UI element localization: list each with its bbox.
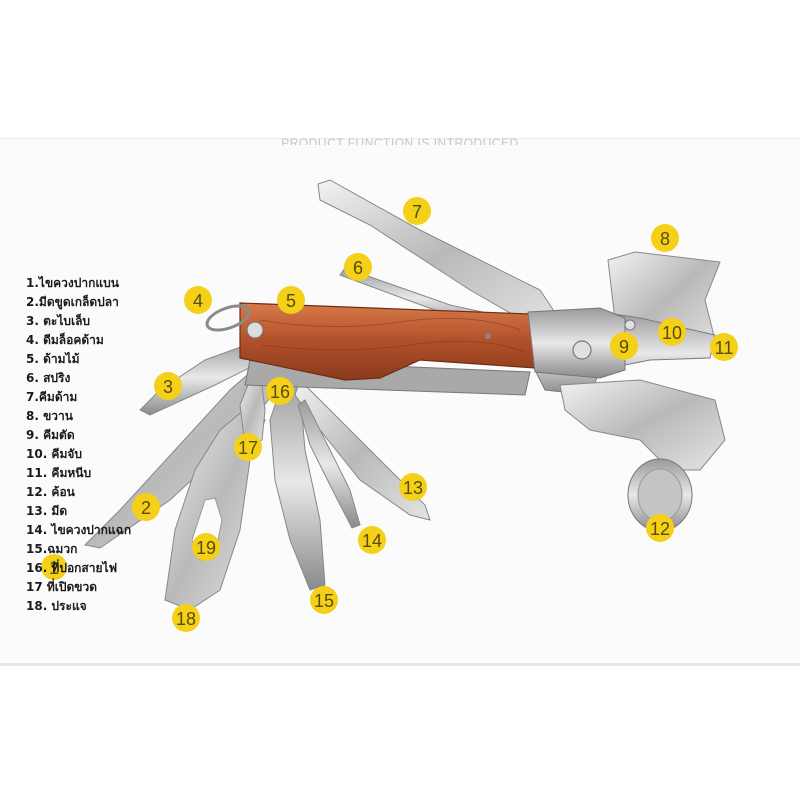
marker-6: 6 — [344, 253, 372, 281]
marker-3: 3 — [154, 372, 182, 400]
marker-11: 11 — [710, 333, 738, 361]
legend-item-16: 16. ที่ปอกสายไฟ — [26, 561, 118, 575]
svg-text:7: 7 — [412, 202, 422, 222]
legend-item-4: 4. ดีมล็อคด้าม — [26, 333, 104, 347]
bolster-screw — [572, 340, 592, 360]
marker-16: 16 — [266, 377, 294, 405]
svg-text:10: 10 — [662, 323, 682, 343]
legend-item-18: 18. ประแจ — [26, 599, 87, 613]
marker-19: 19 — [192, 533, 220, 561]
svg-text:4: 4 — [193, 291, 203, 311]
marker-15: 15 — [310, 586, 338, 614]
svg-text:6: 6 — [353, 258, 363, 278]
svg-text:15: 15 — [314, 591, 334, 611]
marker-14: 14 — [358, 526, 386, 554]
legend-item-17: 17 ที่เปิดขวด — [26, 580, 98, 594]
legend-item-5: 5. ด้ามไม้ — [26, 352, 80, 366]
legend-item-15: 15.ฉมวก — [26, 542, 78, 556]
svg-text:11: 11 — [715, 338, 734, 358]
lanyard-ring — [205, 304, 251, 332]
marker-13: 13 — [399, 473, 427, 501]
marker-4: 4 — [184, 286, 212, 314]
legend-item-13: 13. มีด — [26, 504, 68, 518]
marker-8: 8 — [651, 224, 679, 252]
svg-text:18: 18 — [176, 609, 196, 629]
legend-item-1: 1.ไขควงปากแบน — [26, 276, 119, 290]
marker-1: 1 — [41, 554, 67, 580]
legend-item-9: 9. คีมตัด — [26, 428, 75, 442]
svg-text:17: 17 — [238, 438, 258, 458]
legend-item-6: 6. สปริง — [26, 371, 71, 385]
marker-9: 9 — [610, 332, 638, 360]
marker-12: 12 — [646, 514, 674, 542]
bolster-screw-small — [624, 319, 636, 331]
svg-text:12: 12 — [650, 519, 670, 539]
marker-2: 2 — [132, 493, 160, 521]
hammer-face-inner — [637, 468, 683, 522]
rivet — [485, 333, 491, 339]
panel-heading: PRODUCT FUNCTION IS INTRODUCED — [281, 136, 519, 145]
wood-grain — [259, 317, 526, 353]
legend-item-2: 2.มีดขูดเกล็ดปลา — [26, 295, 119, 309]
legend-item-7: 7.คีมด้าม — [26, 390, 78, 404]
legend-item-8: 8. ขวาน — [26, 409, 73, 423]
svg-text:14: 14 — [362, 531, 382, 551]
legend-item-14: 14. ไขควงปากแฉก — [26, 523, 132, 537]
marker-17: 17 — [234, 433, 262, 461]
svg-text:16: 16 — [270, 382, 290, 402]
legend-item-12: 12. ค้อน — [26, 485, 75, 499]
svg-text:9: 9 — [619, 337, 629, 357]
svg-text:3: 3 — [163, 377, 173, 397]
svg-text:8: 8 — [660, 229, 670, 249]
legend-item-11: 11. คีมหนีบ — [26, 466, 92, 480]
marker-18: 18 — [172, 604, 200, 632]
svg-text:5: 5 — [286, 291, 296, 311]
svg-text:1: 1 — [49, 558, 59, 578]
svg-text:19: 19 — [196, 538, 216, 558]
marker-7: 7 — [403, 197, 431, 225]
legend-item-10: 10. คีมจับ — [26, 447, 83, 461]
marker-10: 10 — [658, 318, 686, 346]
hammer-body — [559, 379, 726, 471]
pivot-screw — [246, 321, 264, 339]
svg-text:13: 13 — [403, 478, 423, 498]
screwdriver — [297, 399, 361, 529]
legend-item-3: 3. ตะไบเล็บ — [26, 314, 91, 328]
svg-text:2: 2 — [141, 498, 151, 518]
marker-5: 5 — [277, 286, 305, 314]
